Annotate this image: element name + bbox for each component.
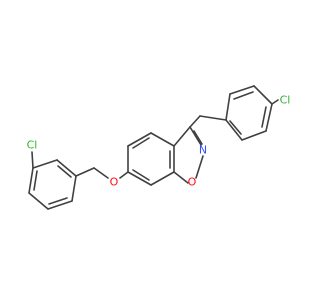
molecule-structure: Cl N O O Cl bbox=[27, 85, 291, 210]
ether-bond-methylene bbox=[93, 167, 109, 179]
methylene-ring-bond bbox=[199, 115, 227, 121]
chlorophenyl-ring-left bbox=[28, 151, 77, 210]
benzisoxazole-benzene-ring bbox=[127, 132, 175, 186]
oxygen-atom-ring: O bbox=[188, 176, 197, 189]
chlorine-atom-right: Cl bbox=[280, 94, 291, 107]
ether-bond-ring bbox=[119, 171, 129, 179]
chlorophenyl-ring-right bbox=[225, 85, 279, 141]
chlorine-atom-left: Cl bbox=[27, 139, 38, 152]
nitrogen-atom: N bbox=[199, 144, 207, 157]
oxygen-atom-ether: O bbox=[110, 176, 119, 189]
isoxazole-ring bbox=[173, 126, 204, 184]
methylene-bond bbox=[189, 115, 201, 128]
ether-methylene-ring-bond bbox=[75, 167, 95, 177]
